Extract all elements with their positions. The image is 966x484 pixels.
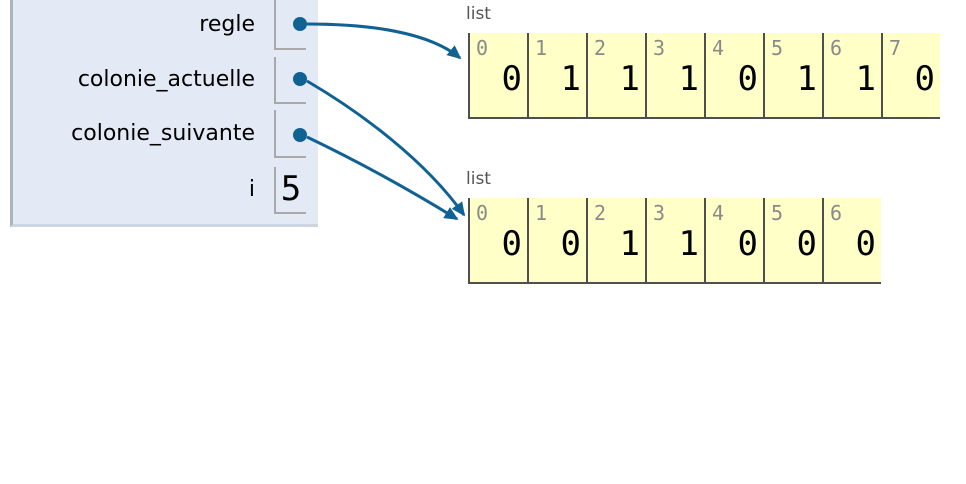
list-type-label: list bbox=[466, 169, 491, 189]
list-cell: 6 0 bbox=[822, 198, 881, 284]
list-cell: 4 0 bbox=[704, 198, 763, 284]
list-cell: 4 0 bbox=[704, 33, 763, 119]
list-cell: 2 1 bbox=[586, 198, 645, 284]
list-index: 7 bbox=[889, 36, 902, 60]
list-index: 3 bbox=[653, 36, 666, 60]
list-index: 3 bbox=[653, 201, 666, 225]
variable-value-cell-colonie-suivante bbox=[274, 110, 306, 158]
list-index: 2 bbox=[594, 201, 607, 225]
pointer-arrow-regle bbox=[306, 22, 462, 60]
list-index: 1 bbox=[535, 201, 548, 225]
list-value: 0 bbox=[796, 224, 817, 264]
list-type-label: list bbox=[466, 4, 491, 24]
list-value: 1 bbox=[796, 59, 817, 99]
list-index: 1 bbox=[535, 36, 548, 60]
list-index: 2 bbox=[594, 36, 607, 60]
list-value: 1 bbox=[678, 224, 699, 264]
variable-value-cell-regle bbox=[274, 0, 306, 50]
list-index: 6 bbox=[830, 201, 843, 225]
list-cell: 5 1 bbox=[763, 33, 822, 119]
list-value: 0 bbox=[501, 59, 522, 99]
list-cell: 6 1 bbox=[822, 33, 881, 119]
list-index: 0 bbox=[476, 201, 489, 225]
variable-name-colonie-actuelle: colonie_actuelle bbox=[77, 67, 255, 92]
list-cell: 2 1 bbox=[586, 33, 645, 119]
stack-frame: regle colonie_actuelle colonie_suivante … bbox=[10, 0, 318, 227]
list-index: 6 bbox=[830, 36, 843, 60]
list-cell: 0 0 bbox=[468, 198, 527, 284]
list-value: 0 bbox=[501, 224, 522, 264]
list-value: 0 bbox=[737, 59, 758, 99]
list-cell: 3 1 bbox=[645, 33, 704, 119]
list-cell: 3 1 bbox=[645, 198, 704, 284]
list-cell: 5 0 bbox=[763, 198, 822, 284]
pointer-arrow-colonie-suivante bbox=[306, 135, 459, 221]
list-index: 4 bbox=[712, 201, 725, 225]
list-value: 0 bbox=[855, 224, 876, 264]
list-value: 0 bbox=[914, 59, 935, 99]
variable-name-regle: regle bbox=[199, 12, 255, 37]
list-value: 1 bbox=[855, 59, 876, 99]
variable-name-i: i bbox=[248, 177, 255, 202]
list-value: 1 bbox=[619, 224, 640, 264]
list-index: 4 bbox=[712, 36, 725, 60]
list-cell: 0 0 bbox=[468, 33, 527, 119]
list-value: 1 bbox=[678, 59, 699, 99]
list-cell: 7 0 bbox=[881, 33, 940, 119]
list-cell: 1 0 bbox=[527, 198, 586, 284]
list-cell: 1 1 bbox=[527, 33, 586, 119]
list-index: 5 bbox=[771, 201, 784, 225]
list-index: 0 bbox=[476, 36, 489, 60]
variable-value-cell-i: 5 bbox=[274, 167, 306, 214]
list-value: 0 bbox=[737, 224, 758, 264]
list-index: 5 bbox=[771, 36, 784, 60]
heap-list-2: 0 0 1 0 2 1 3 1 4 0 5 0 6 0 bbox=[468, 198, 881, 284]
list-value: 1 bbox=[560, 59, 581, 99]
variable-value-cell-colonie-actuelle bbox=[274, 57, 306, 104]
variable-value-i: 5 bbox=[280, 169, 302, 209]
list-value: 0 bbox=[560, 224, 581, 264]
pointer-arrow-colonie-actuelle bbox=[306, 79, 466, 217]
list-value: 1 bbox=[619, 59, 640, 99]
variable-name-colonie-suivante: colonie_suivante bbox=[71, 121, 255, 146]
heap-list-1: 0 0 1 1 2 1 3 1 4 0 5 1 6 1 7 0 bbox=[468, 33, 940, 119]
